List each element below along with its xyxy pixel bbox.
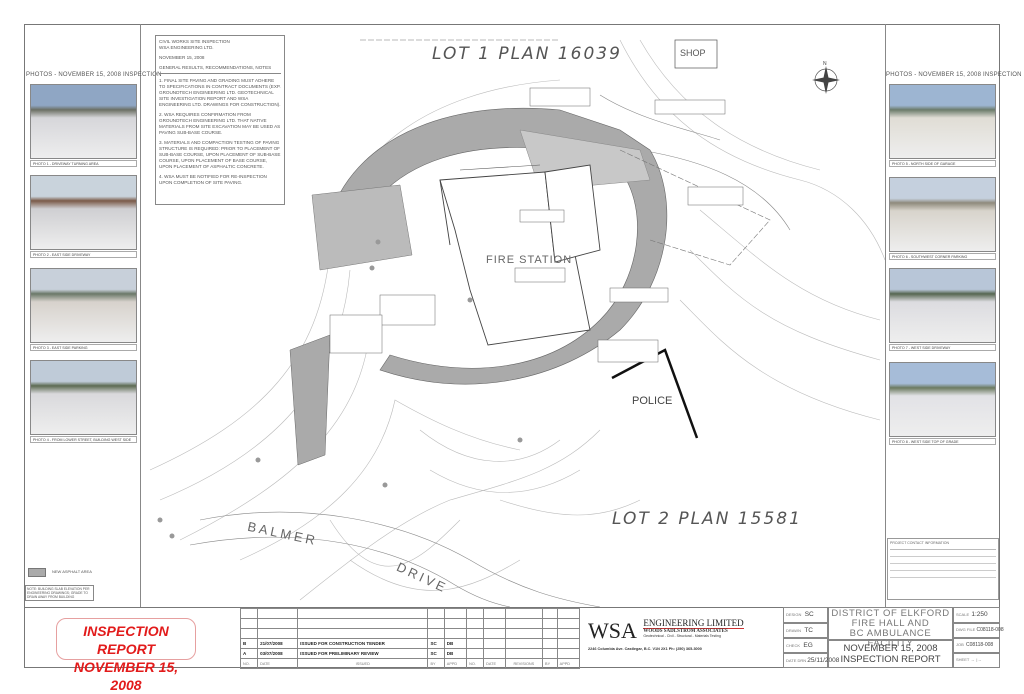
note-item: 4. WSA MUST BE NOTIFIED FOR RE-INSPECTIO… bbox=[159, 174, 267, 185]
title-line2: INSPECTION REPORT bbox=[840, 654, 941, 665]
drawing-title-cell: NOVEMBER 15, 2008 INSPECTION REPORT bbox=[828, 640, 953, 668]
project-cell: DISTRICT OF ELKFORD FIRE HALL AND BC AMB… bbox=[828, 607, 953, 649]
asphalt-area-west bbox=[311, 184, 413, 271]
title-info: DESIGN SC DRAWN TC CHECK EG DATE DRN 25/… bbox=[783, 607, 1004, 668]
company-disciplines: Geotechnical - Civil - Structural - Mate… bbox=[643, 634, 721, 638]
title-line1: NOVEMBER 15, 2008 bbox=[843, 643, 938, 654]
notes-line1: CIVIL WORKS SITE INSPECTION bbox=[159, 39, 230, 44]
site-photo bbox=[889, 84, 996, 159]
shop-label: SHOP bbox=[680, 48, 706, 58]
photo-caption: PHOTO 2 - EAST SIDE DRIVEWAY bbox=[30, 251, 137, 258]
note-item: 2. WSA REQUIRES CONFIRMATION FROM GROUND… bbox=[159, 112, 281, 135]
photo-caption: PHOTO 3 - EAST SIDE PARKING bbox=[30, 344, 137, 351]
dwg-file-cell: DWG FILE C08118-008 bbox=[953, 623, 1004, 638]
company-sub: WOODS SADLSTROM ASSOCIATES bbox=[643, 629, 728, 634]
check-cell: CHECK EG bbox=[783, 638, 828, 653]
site-photo bbox=[889, 362, 996, 437]
site-photo bbox=[30, 268, 137, 343]
right-photos-heading: PHOTOS - NOVEMBER 15, 2008 INSPECTION bbox=[886, 72, 1022, 78]
revision-row-empty bbox=[239, 608, 581, 619]
site-photo bbox=[889, 268, 996, 343]
north-arrow-icon bbox=[812, 66, 840, 94]
asphalt-legend-label: NEW ASPHALT AREA bbox=[52, 569, 92, 574]
company-logo-block: WSA ENGINEERING LIMITED WOODS SADLSTROM … bbox=[588, 618, 783, 651]
site-photo bbox=[889, 177, 996, 252]
stamp-line1: INSPECTION REPORT bbox=[83, 623, 169, 657]
fire-station-label: FIRE STATION bbox=[486, 254, 573, 266]
contour-lines bbox=[149, 39, 885, 601]
sheet-cell: SHEET -- | -- bbox=[953, 653, 1000, 668]
asphalt-legend-swatch bbox=[28, 568, 46, 577]
notes-date: NOVEMBER 15, 2008 bbox=[159, 55, 205, 60]
project-contacts-box: PROJECT CONTACT INFORMATION bbox=[887, 538, 999, 600]
drawn-cell: DRAWN TC bbox=[783, 623, 828, 638]
photo-caption: PHOTO 4 - FROM LOWER STREET, BUILDING WE… bbox=[30, 436, 137, 443]
note-item: 1. FINAL SITE PAVING AND GRADING MUST AD… bbox=[159, 78, 281, 107]
photo-caption: PHOTO 7 - WEST SIDE DRIVEWAY bbox=[889, 344, 996, 351]
revision-row-empty bbox=[239, 618, 581, 629]
site-photo bbox=[30, 360, 137, 435]
revision-row-empty bbox=[239, 628, 581, 639]
inspection-notes: CIVIL WORKS SITE INSPECTION WSA ENGINEER… bbox=[155, 35, 285, 205]
police-building-outline bbox=[611, 348, 699, 439]
job-cell: JOB C08118-008 bbox=[953, 638, 1000, 653]
site-plan bbox=[149, 39, 885, 607]
legend-note: NOTE: BUILDING SLAB ELEVATION PER ENGINE… bbox=[25, 585, 94, 601]
lot1-label: LOT 1 PLAN 16039 bbox=[432, 44, 622, 64]
photo-caption: PHOTO 8 - WEST SIDE TOP OF GRADE bbox=[889, 438, 996, 445]
inspection-stamp: INSPECTION REPORT NOVEMBER 15, 2008 bbox=[56, 618, 196, 693]
photo-caption: PHOTO 5 - NORTH SIDE OF GARAGE bbox=[889, 160, 996, 167]
left-panel-divider bbox=[140, 24, 141, 607]
title-block bbox=[24, 607, 1000, 669]
scale-cell: SCALE 1:250 bbox=[953, 607, 1000, 623]
right-panel-divider bbox=[885, 24, 886, 607]
project-line3: BC AMBULANCE FACILITY bbox=[849, 628, 932, 649]
design-cell: DESIGN SC bbox=[783, 607, 828, 623]
road-edges bbox=[189, 94, 791, 607]
company-name: ENGINEERING LIMITED bbox=[643, 618, 744, 629]
shop-building bbox=[674, 39, 718, 69]
property-lines bbox=[360, 39, 771, 266]
stamp-line2: NOVEMBER 15, 2008 bbox=[73, 659, 179, 693]
asphalt-area-south bbox=[289, 334, 331, 466]
north-label: N bbox=[823, 61, 827, 67]
company-address: 2246 Columbia Ave. Castlegar, B.C. V1N 2… bbox=[588, 647, 702, 651]
project-line2: FIRE HALL AND bbox=[851, 618, 930, 629]
project-line1: DISTRICT OF ELKFORD bbox=[831, 608, 950, 619]
annotation-boxes bbox=[329, 87, 744, 363]
site-photo bbox=[30, 84, 137, 159]
notes-heading: GENERAL RESULTS, RECOMMENDATIONS, NOTES bbox=[159, 65, 281, 74]
tree-markers bbox=[157, 239, 523, 539]
police-label: POLICE bbox=[632, 395, 673, 407]
photo-caption: PHOTO 1 - DRIVEWAY TURNING AREA bbox=[30, 160, 137, 167]
date-cell: DATE DRN 25/11/2008 bbox=[783, 653, 839, 668]
photo-caption: PHOTO 6 - SOUTHWEST CORNER PARKING bbox=[889, 253, 996, 260]
notes-line2: WSA ENGINEERING LTD. bbox=[159, 45, 214, 50]
contacts-heading: PROJECT CONTACT INFORMATION bbox=[890, 541, 950, 545]
site-photo bbox=[30, 175, 137, 250]
left-photos-heading: PHOTOS - NOVEMBER 15, 2008 INSPECTION bbox=[26, 72, 162, 78]
lot2-label: LOT 2 PLAN 15581 bbox=[612, 509, 802, 529]
company-logo: WSA bbox=[588, 618, 637, 643]
note-item: 3. MATERIALS AND COMPACTION TESTING OF P… bbox=[159, 140, 281, 169]
fire-station-building bbox=[439, 164, 601, 346]
